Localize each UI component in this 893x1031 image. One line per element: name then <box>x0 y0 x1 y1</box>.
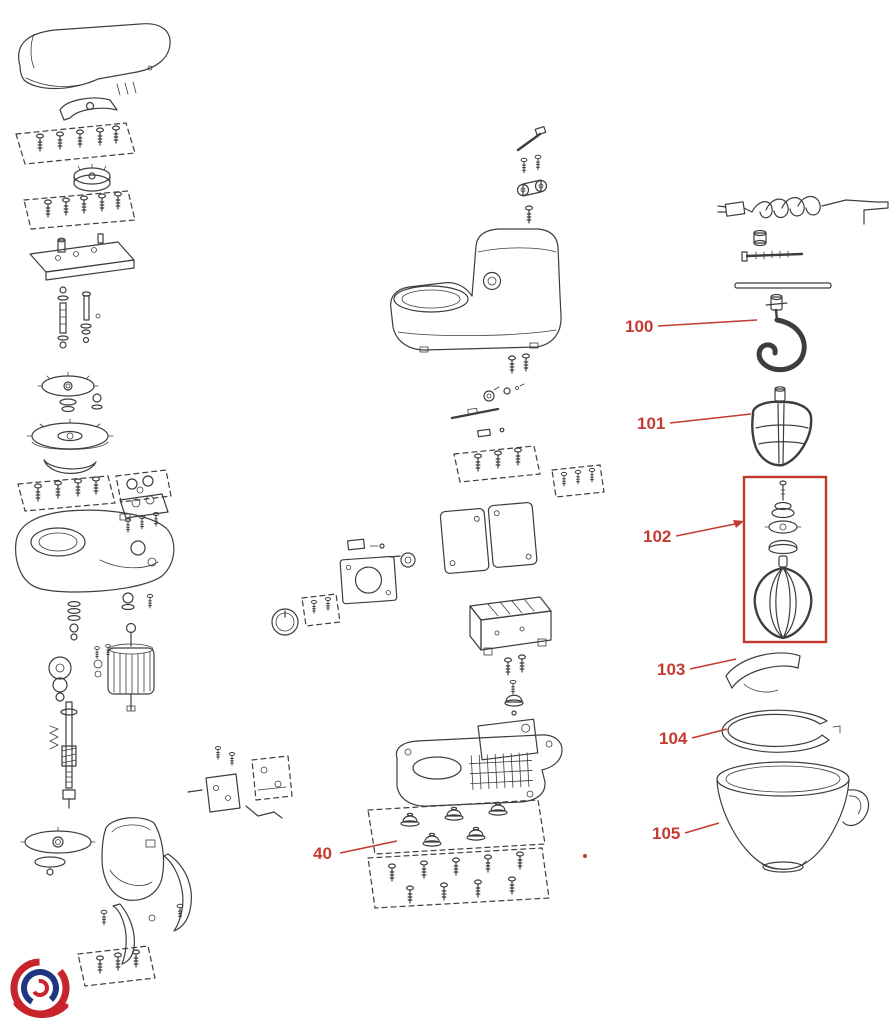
pcb-module <box>251 755 293 801</box>
body-assembly <box>271 126 605 909</box>
splash-guard-ring <box>721 709 841 753</box>
callout-labels: 100 101 102 103 104 105 40 <box>313 317 758 863</box>
trim-strips <box>112 853 192 965</box>
rubber-feet-panel <box>367 799 546 855</box>
screw-panel-body-2 <box>551 464 605 498</box>
dough-hook <box>756 293 807 373</box>
part-label-103: 103 <box>657 660 685 679</box>
large-gear <box>26 418 114 450</box>
head-bracket <box>59 97 118 121</box>
arm-housing <box>15 509 175 593</box>
stray-red-dot <box>583 854 587 858</box>
part-label-40: 40 <box>313 844 332 863</box>
front-housing-shell <box>101 817 165 901</box>
leader-line-100 <box>657 319 758 327</box>
gearbox-cluster <box>115 469 172 533</box>
flat-bar <box>734 282 832 289</box>
shaft-pins-column <box>57 286 101 349</box>
hinge-parts <box>516 126 548 224</box>
base-screws-and-cap <box>504 654 527 716</box>
accessories-column <box>716 195 889 873</box>
knob-screws <box>301 593 341 627</box>
part-label-102: 102 <box>643 527 671 546</box>
leader-line-102 <box>675 523 736 537</box>
mixing-bowl <box>716 761 870 873</box>
head-assembly <box>15 23 293 987</box>
lead-wire <box>245 805 283 819</box>
power-cord <box>717 195 889 225</box>
side-panel-right <box>487 501 538 568</box>
leader-line-104 <box>691 728 728 739</box>
splash-guard-chute <box>725 652 801 693</box>
mixer-body <box>390 228 562 353</box>
drive-shaft <box>49 701 78 809</box>
logo-mid-ring <box>21 968 59 1007</box>
flat-gear-stack <box>37 371 103 413</box>
leader-arrow-102 <box>733 520 744 528</box>
speed-knob <box>271 608 299 636</box>
long-screw <box>741 250 804 262</box>
idler-gear <box>389 552 416 568</box>
screw-panel-mid <box>17 475 116 512</box>
flat-beater <box>751 386 813 467</box>
mounting-plate <box>29 233 135 281</box>
whisk-highlight-box <box>742 475 828 644</box>
leader-line-103 <box>689 658 737 670</box>
underarm-washers <box>67 592 154 659</box>
part-label-100: 100 <box>625 317 653 336</box>
whisk-assembly <box>753 480 813 640</box>
body-small-parts <box>450 353 531 438</box>
leader-line-40 <box>339 840 398 854</box>
side-panel-left <box>439 507 490 574</box>
bottom-gear <box>20 826 96 876</box>
pulley-gear <box>73 163 111 192</box>
leader-line-101 <box>669 413 752 424</box>
logo-swoosh <box>13 1001 69 1018</box>
part-label-101: 101 <box>637 414 665 433</box>
motor <box>107 622 155 712</box>
transformer-box <box>469 596 552 656</box>
part-label-105: 105 <box>652 824 680 843</box>
gear-train <box>48 656 103 702</box>
switch-part <box>347 538 385 551</box>
bottom-screw-set <box>77 903 184 987</box>
screw-panel-top-1 <box>15 122 136 165</box>
brand-logo <box>10 958 70 1018</box>
part-label-104: 104 <box>659 729 688 748</box>
label-card <box>477 718 539 761</box>
leader-line-105 <box>684 822 720 834</box>
control-bracket <box>339 555 398 605</box>
logo-inner-ring <box>31 979 49 998</box>
head-top-cover <box>18 23 171 96</box>
base-plate <box>395 734 563 807</box>
ferrite-sleeve <box>753 229 767 247</box>
mount-bracket <box>187 746 241 813</box>
screw-panel-top-2 <box>23 190 136 230</box>
screw-panel-body-1 <box>453 445 541 483</box>
retaining-clip <box>43 459 97 474</box>
base-screw-panel <box>367 847 550 909</box>
